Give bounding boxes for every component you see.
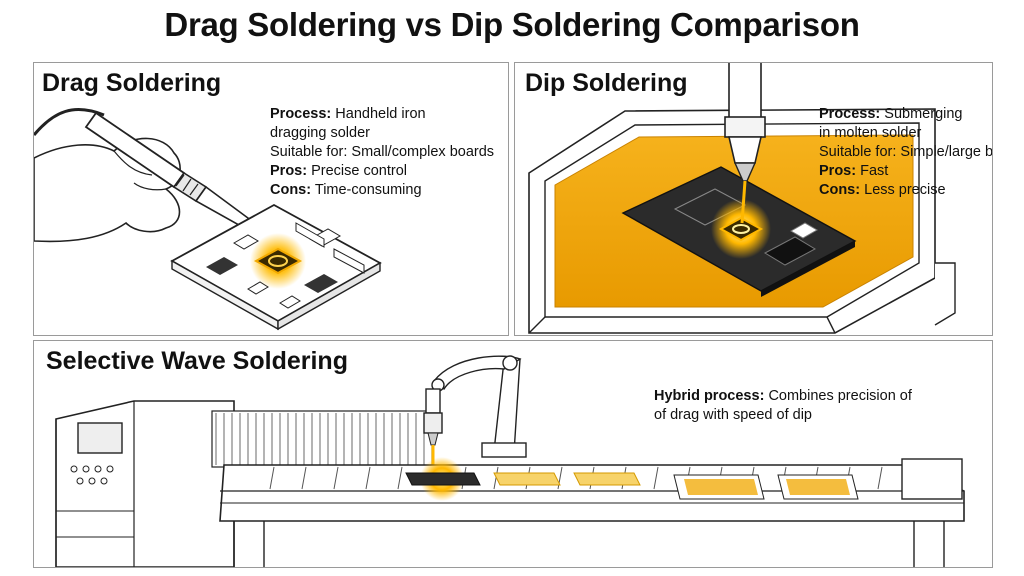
dip-soldering-illustration	[528, 63, 956, 334]
dip-pros-line: Pros: Fast	[819, 163, 889, 179]
drag-soldering-panel: Drag Soldering Process: Handheld iron dr…	[33, 62, 509, 336]
control-buttons	[70, 465, 114, 485]
pcb-board-dark	[621, 166, 857, 297]
conveyor-belt	[219, 458, 965, 567]
drag-process-line-2: dragging solder	[270, 125, 370, 141]
dip-process-line-1: Process: Submerging	[819, 106, 963, 122]
drag-soldering-illustration	[34, 107, 382, 331]
pcb-board	[170, 203, 382, 331]
drag-process-line-1: Process: Handheld iron	[270, 106, 426, 122]
page-title: Drag Soldering vs Dip Soldering Comparis…	[164, 6, 860, 43]
soldering-iron-icon	[84, 111, 275, 245]
drag-soldering-title: Drag Soldering	[42, 69, 222, 97]
selective-wave-description: Hybrid process: Combines precision of of…	[654, 387, 912, 425]
dip-soldering-description: Process: Submerging in molten solder Sui…	[819, 105, 993, 200]
dip-cons-line: Cons: Less precise	[819, 182, 946, 198]
wave-hybrid-line-2: of drag with speed of dip	[654, 407, 812, 423]
iron-cable	[34, 107, 105, 136]
selective-wave-panel: Selective Wave Soldering Hybrid process:…	[33, 340, 993, 568]
wave-hybrid-line-1: Hybrid process: Combines precision of	[654, 388, 912, 404]
dip-nozzle-icon	[724, 63, 766, 224]
selective-wave-illustration	[55, 355, 965, 567]
dip-process-line-2: in molten solder	[819, 125, 922, 141]
drag-suitable-line: Suitable for: Small/complex boards	[270, 144, 495, 160]
dip-suitable-line: Suitable for: Simple/large boards	[819, 144, 993, 160]
drag-cons-line: Cons: Time-consuming	[270, 182, 422, 198]
selective-wave-title: Selective Wave Soldering	[46, 347, 348, 375]
drag-soldering-description: Process: Handheld iron dragging solder S…	[270, 105, 494, 200]
dip-soldering-title: Dip Soldering	[525, 69, 688, 97]
drag-pros-line: Pros: Precise control	[270, 163, 408, 179]
dip-soldering-panel: Dip Soldering Process: Submerging in mol…	[514, 62, 993, 336]
conveyor-boards	[405, 457, 859, 501]
monitor-screen	[77, 422, 123, 454]
robot-arm-icon	[423, 355, 527, 465]
